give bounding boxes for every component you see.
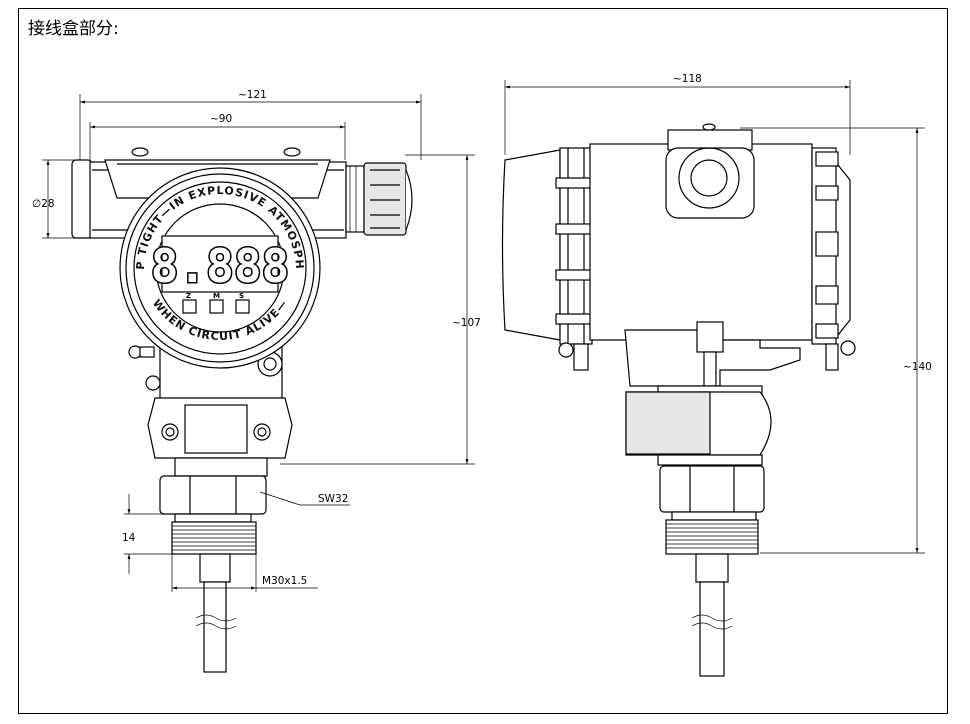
page-title: 接线盒部分: (28, 19, 119, 39)
lcd-digits: 8.888 (151, 239, 289, 293)
key-label-mode: M (213, 292, 220, 300)
front-view: ~121 ~90 ∅28 ~107 (0, 0, 481, 673)
dim-side-width: ~118 (504, 73, 851, 155)
process-connection (159, 475, 267, 673)
key-mode[interactable] (209, 299, 224, 314)
dim-thread: M30x1.5 (171, 554, 318, 592)
label-sw32: SW32 (318, 493, 348, 505)
key-label-span: S (239, 292, 244, 300)
dim-side-height: ~140 (740, 127, 932, 554)
side-body (558, 123, 856, 387)
dim-height: ~107 (280, 154, 481, 465)
dim-label-140: ~140 (903, 361, 932, 373)
dim-thread-length: 14 (122, 494, 175, 574)
side-left-cover (501, 147, 593, 345)
key-label-zero: Z (186, 292, 191, 300)
dim-label-28: ∅28 (32, 198, 55, 210)
dim-label-118: ~118 (673, 73, 702, 85)
side-block (625, 385, 772, 466)
lcd-display (161, 235, 279, 293)
key-span[interactable] (235, 299, 250, 314)
label-thread: M30x1.5 (262, 575, 307, 587)
thread-lines (172, 525, 256, 551)
key-zero[interactable] (182, 299, 197, 314)
dim-label-90: ~90 (210, 113, 232, 125)
dim-label-107: ~107 (452, 317, 481, 329)
side-view: ~118 ~140 (501, 73, 932, 677)
leader-sw32 (259, 491, 301, 506)
side-process-connection (659, 465, 765, 677)
dim-label-14: 14 (122, 532, 136, 544)
dim-diameter: ∅28 (32, 159, 80, 239)
dim-width-overall: ~121 (79, 89, 422, 160)
dim-width-inner: ~90 (89, 113, 346, 160)
dim-label-121: ~121 (238, 89, 267, 101)
